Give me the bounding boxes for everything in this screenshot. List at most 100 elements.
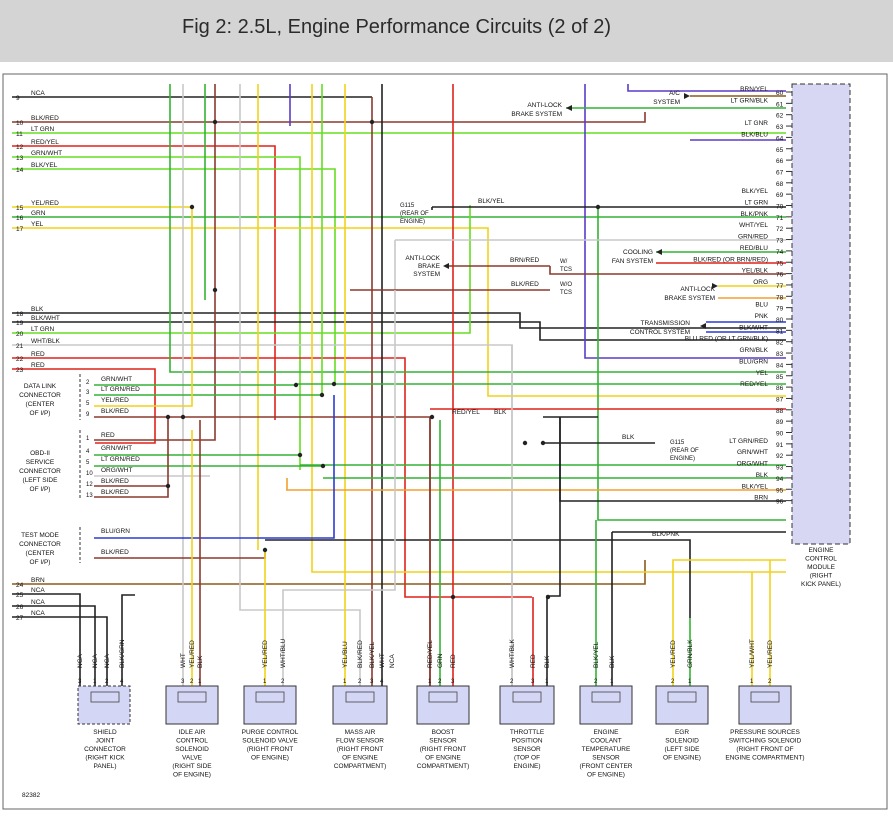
maf-label: COMPARTMENT) [334, 763, 386, 770]
ecm-pin-wire-label: GRN/WHT [737, 449, 768, 456]
obd-label: OF I/P) [30, 486, 51, 493]
dlc-label: CONNECTOR [19, 392, 61, 399]
ecm-label-text: CONTROL [805, 556, 837, 563]
obd-pin-number: 12 [86, 482, 93, 488]
left-pin-number: 9 [16, 95, 20, 102]
wire-27 [12, 616, 108, 686]
left-pin-wire-label: BRN [31, 577, 45, 584]
boost-pin-number: 1 [428, 679, 432, 685]
obd-label: OBD-II [30, 450, 50, 457]
wire-dlc-5 [94, 207, 193, 407]
shield-component-box [77, 685, 131, 725]
ecm-pin-number: 76 [776, 272, 784, 279]
psss-pin-wire: YEL/WHT [749, 639, 756, 668]
boost-label: BOOST [432, 729, 455, 736]
iac-label: VALVE [182, 755, 203, 762]
left-pin-wire-label: NCA [31, 599, 45, 606]
ecm-pin-wire-label: BLU RED (OR LT GRN/BLK) [685, 336, 768, 343]
boost-label: OF ENGINE [425, 755, 461, 762]
wire-13 [12, 156, 301, 470]
abs-mid-label: BRAKE [418, 263, 441, 270]
dlc-pin-number: 2 [86, 380, 90, 386]
shield-pin-wire: NCA [92, 654, 99, 668]
ecm-pin-number: 83 [776, 351, 784, 358]
wire-tcs [549, 266, 575, 275]
shield-pin-wire: NCA [77, 654, 84, 668]
shield-label: SHIELD [93, 729, 117, 736]
left-pin-number: 12 [16, 144, 24, 151]
arrow-abs-right [712, 283, 718, 289]
ect-label: COOLANT [590, 738, 621, 745]
boost-pin-wire: RED/YEL [427, 640, 434, 668]
ecm-pin-wire-label: BLK/WHT [739, 324, 768, 331]
splice-dot [429, 414, 435, 420]
maf-pin-wire: BLK/RED [357, 640, 364, 668]
splice-dot [320, 463, 326, 469]
ecm-pin-wire-label: BLK/YEL [742, 483, 769, 490]
maf-pin-number: 1 [343, 679, 347, 685]
g115-top-label: ENGINE) [400, 219, 425, 225]
shield-pin-number: 1 [93, 679, 97, 685]
ecm-label-text: KICK PANEL) [801, 581, 841, 588]
test-pin-wire: BLK/RED [101, 549, 129, 556]
obd-label: (LEFT SIDE [23, 477, 59, 484]
wire-18 [12, 312, 786, 329]
purge-pin-wire: YEL/RED [262, 640, 269, 668]
transmission-label: CONTROL SYSTEM [630, 329, 690, 336]
psss-label: PRESSURE SOURCES [730, 729, 800, 736]
wire-10 [12, 112, 646, 123]
ecm-pin-number: 75 [776, 260, 784, 267]
obd-pin-wire: GRN/WHT [101, 445, 132, 452]
ecm-pin-number: 66 [776, 158, 784, 165]
tps-label: THROTTLE [510, 729, 545, 736]
figure-title: Fig 2: 2.5L, Engine Performance Circuits… [182, 16, 612, 38]
tps-label: POSITION [511, 738, 542, 745]
maf-label: MASS AIR [345, 729, 376, 736]
ecm-pin-wire-label: YEL [756, 370, 769, 377]
left-pin-number: 25 [16, 592, 24, 599]
iac-label: OF ENGINE) [173, 772, 211, 779]
shield-symbol [90, 691, 120, 703]
splice-dot [297, 452, 303, 458]
left-pin-wire-label: NCA [31, 587, 45, 594]
maf-label: FLOW SENSOR [336, 738, 384, 745]
trunk-yel2 [311, 84, 786, 573]
tcs-with-label: W/ [560, 259, 568, 265]
wire-25 [12, 593, 81, 686]
ecm-pin-number: 94 [776, 476, 784, 483]
tps-pin-number: 3 [531, 679, 535, 685]
cooling-fan-label: FAN SYSTEM [612, 258, 653, 265]
left-pin-number: 20 [16, 331, 24, 338]
boost-label: SENSOR [429, 738, 457, 745]
abs-mid-wire1: BRN/RED [510, 257, 540, 264]
psss-symbol [750, 691, 780, 703]
maf-label: OF ENGINE [342, 755, 378, 762]
tps-label: ENGINE) [513, 763, 540, 770]
left-pin-number: 16 [16, 215, 24, 222]
obd-pin-number: 10 [86, 471, 93, 477]
left-pin-number: 21 [16, 343, 24, 350]
g115-top-wire-label: BLK/YEL [478, 198, 505, 205]
ac-system-label: A/C [669, 90, 680, 97]
ecm-pin-number: 61 [776, 101, 784, 108]
ecm-pin-wire-label: BLK [756, 472, 769, 479]
dlc-label: (CENTER [26, 401, 55, 408]
tcs-without-label: TCS [560, 290, 572, 296]
ecm-pin-wire-label: BRN/YEL [740, 86, 768, 93]
shield-pin-number: 2 [105, 679, 109, 685]
test-mode-label: TEST MODE [21, 532, 59, 539]
left-pin-wire-label: YEL [31, 221, 44, 228]
ecm-pin-number: 96 [776, 499, 784, 506]
wire-20 [12, 205, 471, 334]
purge-label: OF ENGINE) [251, 755, 289, 762]
splice-dot [545, 594, 551, 600]
egr-label: EGR [675, 729, 689, 736]
ecm-pin-wire-label: BLU/GRN [739, 358, 768, 365]
obd-pin-wire: RED [101, 432, 115, 439]
ecm-pin-number: 80 [776, 317, 784, 324]
left-pin-number: 19 [16, 320, 24, 327]
wire-26 [12, 605, 96, 686]
dlc-pin-number: 9 [86, 412, 90, 418]
splice-dot [212, 119, 218, 125]
splice-dot [450, 594, 456, 600]
